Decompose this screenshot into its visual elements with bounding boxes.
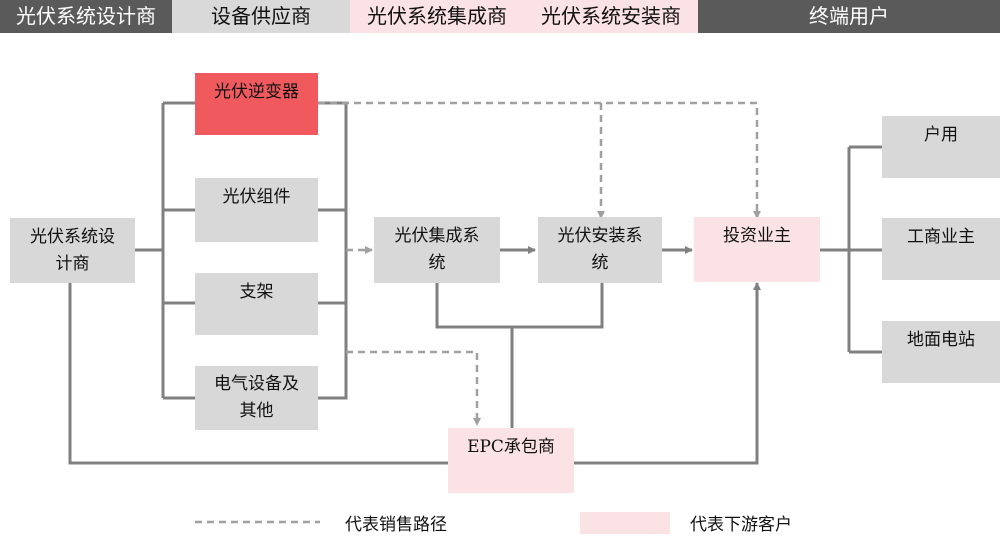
dashed-inverter-sales [318,101,761,219]
legend-pink-label: 代表下游客户 [690,515,792,535]
line-epc-to-investor [574,282,761,465]
node-investor: 投资业主 [694,217,820,282]
header-equipment-supplier: 设备供应商 [172,0,350,33]
dashed-equipment-to-epc [346,350,481,426]
node-designer: 光伏系统设 计商 [10,218,135,283]
node-epc: EPC承包商 [448,428,574,493]
node-bracket: 支架 [195,273,318,335]
node-inverter: 光伏逆变器 [195,73,318,135]
header-installer: 光伏系统安装商 [524,0,698,33]
node-module: 光伏组件 [195,178,318,242]
node-commercial: 工商业主 [882,218,1000,280]
line-integration-installation-to-epc [435,283,604,329]
header-integrator: 光伏系统集成商 [350,0,524,33]
header-designer: 光伏系统设计商 [0,0,172,33]
node-integration: 光伏集成系 统 [374,217,500,283]
node-installation: 光伏安装系 统 [538,217,662,283]
node-ground: 地面电站 [882,321,1000,383]
equipment-right-bracket [318,101,348,400]
header-end-user: 终端用户 [698,0,1000,33]
node-electrical: 电气设备及 其他 [195,366,318,430]
line-designer-bottom [68,283,448,465]
legend-dashed-label: 代表销售路径 [345,515,447,535]
node-household: 户用 [882,116,1000,178]
legend-pink-swatch [580,512,670,534]
